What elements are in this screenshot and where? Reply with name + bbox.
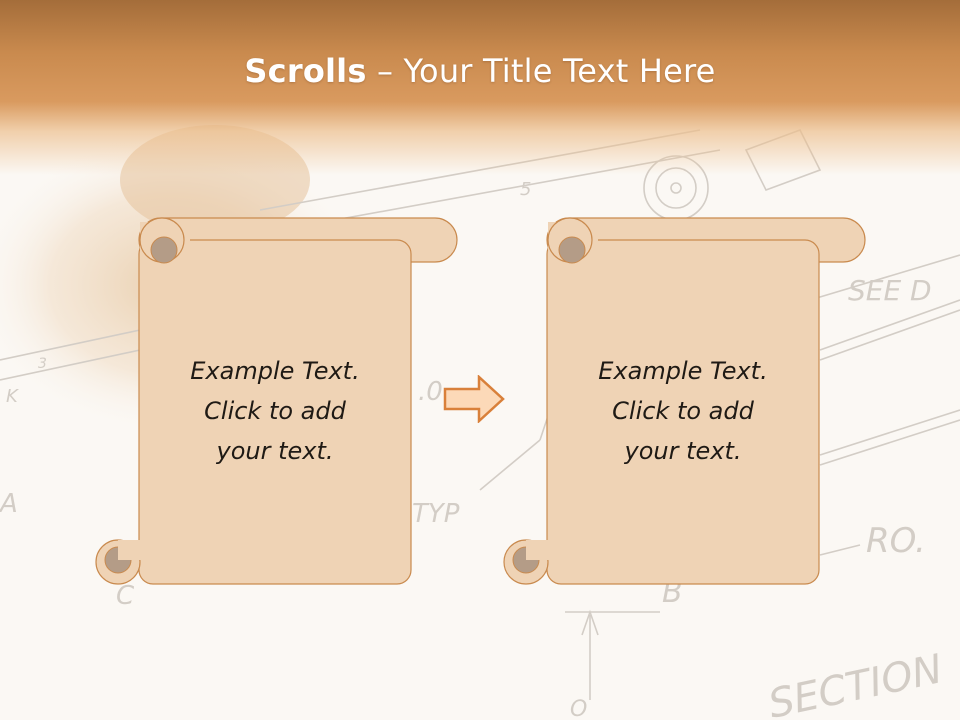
scroll-text-line: your text.: [216, 437, 334, 465]
scroll-text-line: your text.: [624, 437, 742, 465]
drawing-label: SEE D: [848, 274, 932, 307]
drawing-label: .0: [418, 377, 443, 407]
drawing-label: SECTION: [765, 646, 947, 720]
scroll-text-line: Example Text.: [190, 357, 360, 385]
drawing-label: RO.: [866, 521, 926, 561]
title-rest: Your Title Text Here: [403, 52, 716, 90]
scroll-shape-left[interactable]: Example Text. Click to add your text.: [94, 216, 458, 586]
scroll-graphic: [95, 217, 458, 585]
drawing-label: 5: [520, 179, 531, 200]
scroll-text-line: Click to add: [612, 397, 754, 425]
drawing-label: TYP: [412, 499, 460, 529]
drawing-label: K: [6, 386, 19, 407]
drawing-label: O: [570, 697, 587, 720]
scroll-text-line: Click to add: [204, 397, 346, 425]
drawing-label: C: [116, 581, 135, 611]
title-band: [0, 0, 960, 175]
right-arrow-icon[interactable]: [443, 375, 505, 423]
scroll-text-line: Example Text.: [598, 357, 768, 385]
drawing-label: A: [0, 489, 18, 519]
title-bold: Scrolls: [244, 52, 367, 90]
scroll-text-right[interactable]: Example Text. Click to add your text.: [547, 351, 819, 471]
scroll-text-left[interactable]: Example Text. Click to add your text.: [139, 351, 411, 471]
scroll-graphic: [503, 217, 866, 585]
scroll-shape-right[interactable]: Example Text. Click to add your text.: [502, 216, 866, 586]
slide-title[interactable]: Scrolls – Your Title Text Here: [0, 52, 960, 90]
title-dash: –: [366, 52, 404, 90]
drawing-label: 3: [38, 356, 47, 372]
